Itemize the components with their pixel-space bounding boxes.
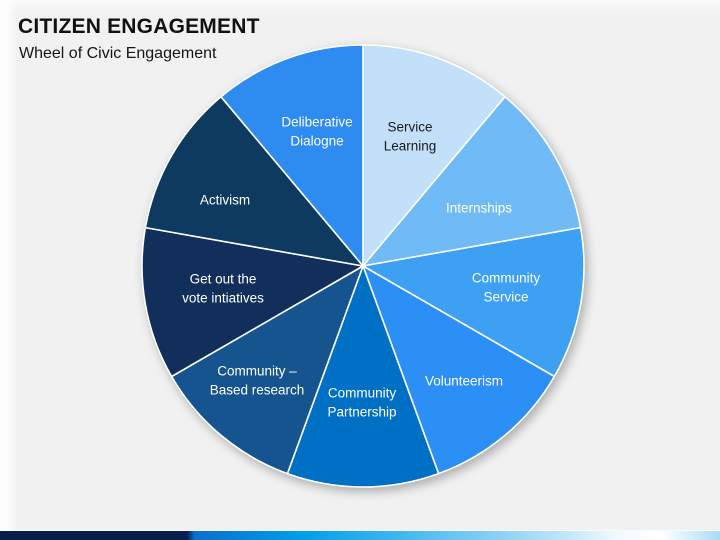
pie-segment-volunteerism (362, 265, 556, 475)
pie-segment-service-learning (362, 44, 506, 267)
pie-segment-community-service (362, 226, 585, 378)
pie-segment-activism (144, 95, 364, 267)
pie-segment-deliberative-dialogne (220, 44, 364, 267)
footer-accent-bar (0, 530, 720, 540)
page-subtitle: Wheel of Civic Engagement (19, 45, 217, 62)
pie-segment-community-based-research (170, 265, 364, 475)
pie-segment-get-out-the-vote-intiatives (141, 226, 364, 378)
pie-segment-community-partnership (286, 265, 440, 488)
page-title: CITIZEN ENGAGEMENT (18, 15, 260, 38)
pie-segment-internships (362, 95, 582, 267)
